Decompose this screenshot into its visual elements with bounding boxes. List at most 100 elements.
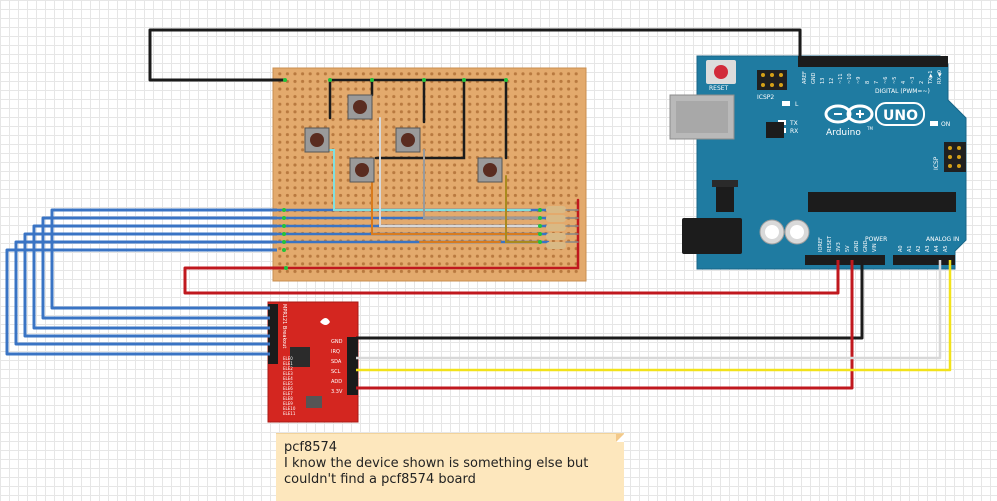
breakout-electrode-label: ELE0	[283, 356, 293, 361]
resistor-array	[546, 206, 579, 249]
power-label: POWER	[865, 236, 887, 243]
led-tx-label: TX	[789, 120, 798, 127]
breakout-title: MPR121 Breakout	[281, 304, 287, 348]
breakout-pin-labels: GNDIRQSDASCLADD3.3VELE0ELE1ELE2ELE3ELE4E…	[283, 339, 343, 416]
perfboard[interactable]	[272, 67, 587, 282]
pin-label: A1	[907, 245, 913, 252]
icsp2-header	[757, 70, 787, 90]
led-rx-label: RX	[790, 128, 798, 135]
breakout-electrode-label: ELE11	[283, 411, 296, 416]
pin-label: 5V	[845, 245, 851, 252]
note-card: pcf8574 I know the device shown is somet…	[276, 433, 624, 501]
note-line-1: I know the device shown is something els…	[284, 456, 589, 471]
pin-label: ~5	[892, 77, 898, 84]
breakout-pin-label: ADD	[331, 379, 342, 385]
breakout-pin-label: SCL	[331, 369, 341, 375]
note-line-2: couldn't find a pcf8574 board	[284, 472, 476, 487]
note-title: pcf8574	[284, 440, 338, 455]
pin-label: 13	[820, 78, 826, 84]
wire-blue-6[interactable]	[5, 248, 277, 356]
pin-label: IOREF	[818, 237, 824, 252]
wire-5v-board[interactable]	[183, 260, 840, 295]
breakout-pin-label: IRQ	[331, 349, 340, 355]
pin-label: TX▶1	[928, 70, 934, 85]
pin-label: RESET	[827, 235, 833, 252]
wire-scl[interactable]	[356, 260, 952, 372]
pin-label: A3	[925, 245, 931, 252]
breakout-electrode-label: ELE5	[283, 381, 293, 386]
pin-label: A0	[898, 245, 904, 252]
pin-label: VIN	[872, 243, 878, 252]
digital-label: DIGITAL (PWM=~)	[875, 88, 930, 95]
analog-header	[893, 255, 955, 265]
brand-label: Arduino	[826, 128, 861, 138]
voltage-regulator	[716, 186, 734, 212]
wire-3v3[interactable]	[356, 260, 854, 390]
power-header	[805, 255, 885, 265]
pushbutton-3[interactable]	[395, 127, 421, 153]
pin-label: 8	[865, 81, 871, 84]
reset-button[interactable]	[706, 60, 736, 84]
wire-gnd-top[interactable]	[148, 28, 802, 82]
pin-label: RX◀0	[937, 70, 943, 84]
breakout-pin-label: GND	[331, 339, 343, 345]
breakout-electrode-label: ELE1	[283, 361, 293, 366]
breakout-electrode-label: ELE8	[283, 396, 293, 401]
breakout-electrode-label: ELE2	[283, 366, 293, 371]
pin-label: ~9	[856, 77, 862, 84]
icsp2-label: ICSP2	[757, 94, 774, 101]
pin-label: GND	[854, 240, 860, 252]
wire-blue-4[interactable]	[23, 232, 277, 338]
breakout-pin-label: SDA	[331, 359, 342, 365]
pin-label: 7	[874, 81, 880, 84]
wire-blue-2[interactable]	[41, 216, 277, 320]
icsp-label: ICSP	[933, 156, 940, 170]
external-wires	[5, 28, 952, 390]
led-on-label: ON	[941, 121, 950, 128]
arduino-logo-icon	[824, 104, 874, 124]
pin-label: ~6	[883, 77, 889, 84]
breakout-pin-label: 3.3V	[331, 389, 343, 395]
pin-label: GND	[811, 72, 817, 84]
pin-label: A4	[934, 245, 940, 252]
breakout-electrode-label: ELE3	[283, 371, 293, 376]
pin-label: 4	[901, 81, 907, 84]
note-fold-corner	[616, 434, 624, 442]
pin-label: 2	[919, 81, 925, 84]
pin-label: 3V3	[836, 242, 842, 252]
icsp-header	[944, 142, 966, 172]
pushbutton-5[interactable]	[477, 157, 503, 183]
pushbutton-4[interactable]	[349, 157, 375, 183]
atmega-chip	[808, 192, 956, 212]
breakout-electrode-label: ELE6	[283, 386, 293, 391]
pin-label: A5	[943, 245, 949, 252]
pin-label: AREF	[802, 71, 808, 84]
breakout-electrode-label: ELE4	[283, 376, 293, 381]
sparkfun-flame-icon	[320, 318, 330, 325]
led-l-label: L	[795, 101, 799, 108]
wire-blue-3[interactable]	[32, 224, 277, 330]
model-label: UNO	[883, 108, 918, 124]
wire-joints	[282, 78, 542, 270]
tm-label: TM	[866, 126, 873, 131]
pin-label: ~11	[838, 73, 844, 84]
breakout-board[interactable]: MPR121 Breakout GNDIRQSDASCLADD3.3VELE0E…	[267, 301, 359, 423]
small-chip	[766, 122, 784, 138]
wire-blue-1[interactable]	[50, 208, 277, 310]
wire-blue-5[interactable]	[14, 240, 277, 346]
analog-label: ANALOG IN	[926, 236, 959, 243]
pushbutton-2[interactable]	[347, 94, 373, 120]
pushbutton-1[interactable]	[304, 127, 330, 153]
pin-label: GND	[863, 240, 869, 252]
pin-label: A2	[916, 245, 922, 252]
pin-label: ~3	[910, 77, 916, 84]
breakout-chip	[290, 347, 310, 367]
wire-sda[interactable]	[356, 260, 942, 360]
wire-gnd-breakout[interactable]	[356, 260, 864, 340]
breakout-electrode-label: ELE7	[283, 391, 293, 396]
